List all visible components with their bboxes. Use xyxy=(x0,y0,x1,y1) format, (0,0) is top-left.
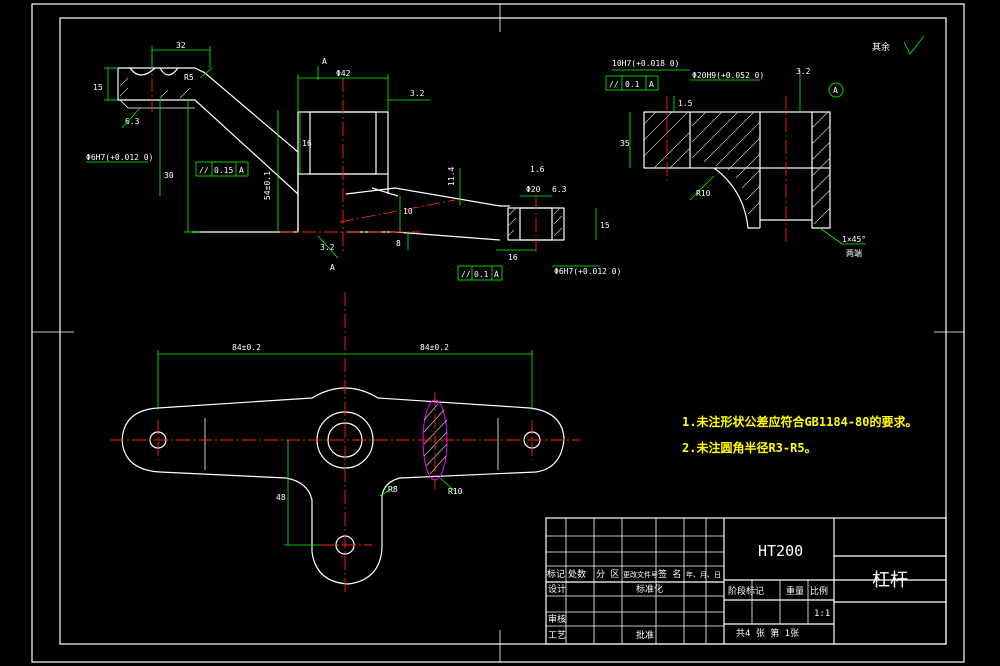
dim-15-right: 15 xyxy=(600,221,610,230)
dim-54: 54±0.1 xyxy=(263,171,272,200)
tb-weight: 重量 xyxy=(786,585,804,597)
hole-right: Φ6H7(+0.012 0) xyxy=(554,267,621,276)
tb-ratio: 比例 xyxy=(810,585,828,597)
tb-material: HT200 xyxy=(758,542,803,560)
plan-radius-1: R8 xyxy=(388,485,398,494)
svg-text://: // xyxy=(199,166,209,175)
svg-text:0.1: 0.1 xyxy=(625,80,640,89)
dim-r5: R5 xyxy=(184,73,194,82)
sec-chamfer-both: 两端 xyxy=(846,248,862,258)
sec-chamfer: 1×45° xyxy=(842,235,866,244)
sec-datum-a: A xyxy=(833,86,838,95)
plan-section-hatching xyxy=(423,403,448,475)
plan-radius-2: R10 xyxy=(448,487,463,496)
dim-11: 11.4 xyxy=(447,167,456,186)
title-block: 标记 处数 分 区 更改文件号 签 名 年、月、日 设计 标准化 审核 工艺 批… xyxy=(545,517,947,645)
ra-boss: 3.2 xyxy=(410,89,425,98)
inner-frame xyxy=(59,17,947,645)
tolerance-frame-left: // 0.15 A xyxy=(195,161,249,177)
dim-10: 10 xyxy=(403,207,413,216)
tb-standardize: 标准化 xyxy=(636,583,663,595)
plan-dim-left: 84±0.2 xyxy=(232,343,261,352)
dim-30: 30 xyxy=(164,171,174,180)
plan-view-dimensions: 84±0.2 84±0.2 48 R8 R10 xyxy=(157,343,533,546)
datum-a-top: A xyxy=(322,57,327,66)
centering-marks xyxy=(32,4,964,662)
hole-left: Φ6H7(+0.012 0) xyxy=(86,153,153,162)
sec-height: 35 xyxy=(620,139,630,148)
outer-frame xyxy=(31,3,965,663)
sec-tolerance-frame: // 0.1 A xyxy=(605,75,659,91)
tb-review: 审核 xyxy=(548,613,566,625)
tb-design: 设计 xyxy=(548,583,566,595)
roughness-rest: 其余 xyxy=(872,35,925,55)
dim-8: 8 xyxy=(396,239,401,248)
sec-radius: R10 xyxy=(696,189,711,198)
svg-text:其余: 其余 xyxy=(872,41,890,53)
svg-text://: // xyxy=(609,80,619,89)
tb-scale: 1:1 xyxy=(814,609,830,619)
right-hole: Φ20 xyxy=(526,185,541,194)
plan-dim-right: 84±0.2 xyxy=(420,343,449,352)
svg-text:0.15: 0.15 xyxy=(214,166,233,175)
tb-label-sign: 签 名 xyxy=(658,568,681,580)
ra-left: 6.3 xyxy=(125,117,140,126)
tb-label-mark: 标记 xyxy=(547,568,565,580)
dim-top-width: 32 xyxy=(176,41,186,50)
section-view-dimensions: 10H7(+0.018 0) // 0.1 A Φ20H9(+0.052 0) … xyxy=(605,59,866,258)
tb-approve: 批准 xyxy=(636,629,654,641)
note-1: 1.未注形状公差应符合GB1184-80的要求。 xyxy=(682,414,917,429)
front-view-dimensions: 32 15 R5 6.3 Φ6H7(+0.012 0) 30 // 0.15 A… xyxy=(86,41,621,281)
dim-1-6: 1.6 xyxy=(530,165,545,174)
svg-text://: // xyxy=(461,270,471,279)
plan-view xyxy=(110,292,580,592)
plan-dim-vertical: 48 xyxy=(276,493,286,502)
boss-diameter: Φ42 xyxy=(336,69,351,78)
sec-top-hole: 10H7(+0.018 0) xyxy=(612,59,679,68)
dim-16: 16 xyxy=(508,253,518,262)
tb-label-count: 处数 xyxy=(568,568,586,580)
section-hatching xyxy=(643,111,831,225)
tolerance-frame-right: // 0.1 A xyxy=(457,265,503,281)
dim-left-height: 15 xyxy=(93,83,103,92)
datum-a-bottom: A xyxy=(330,263,335,272)
tb-label-date: 年、月、日 xyxy=(686,570,721,579)
section-view xyxy=(643,96,831,244)
front-view xyxy=(117,56,565,252)
tb-stage: 阶段标记 xyxy=(728,585,764,597)
sec-dim-1-5: 1.5 xyxy=(678,99,693,108)
tb-sheets: 共4 张 第 1张 xyxy=(736,627,799,639)
ra-right: 6.3 xyxy=(552,185,567,194)
sec-ra: 3.2 xyxy=(796,67,811,76)
svg-text:0.1: 0.1 xyxy=(474,270,489,279)
svg-text:A: A xyxy=(239,166,244,175)
tb-label-zone: 分 区 xyxy=(596,569,619,580)
front-view-hatching xyxy=(119,77,563,237)
sec-bore: Φ20H9(+0.052 0) xyxy=(692,71,764,80)
svg-text:A: A xyxy=(494,270,499,279)
tb-label-change: 更改文件号 xyxy=(623,570,658,579)
note-2: 2.未注圆角半径R3-R5。 xyxy=(682,440,817,455)
tb-part-name: 杠杆 xyxy=(872,570,908,591)
svg-text:A: A xyxy=(649,80,654,89)
tb-process: 工艺 xyxy=(548,630,566,641)
ra-bottom: 3.2 xyxy=(320,243,335,252)
boss-depth: 16 xyxy=(302,139,312,148)
